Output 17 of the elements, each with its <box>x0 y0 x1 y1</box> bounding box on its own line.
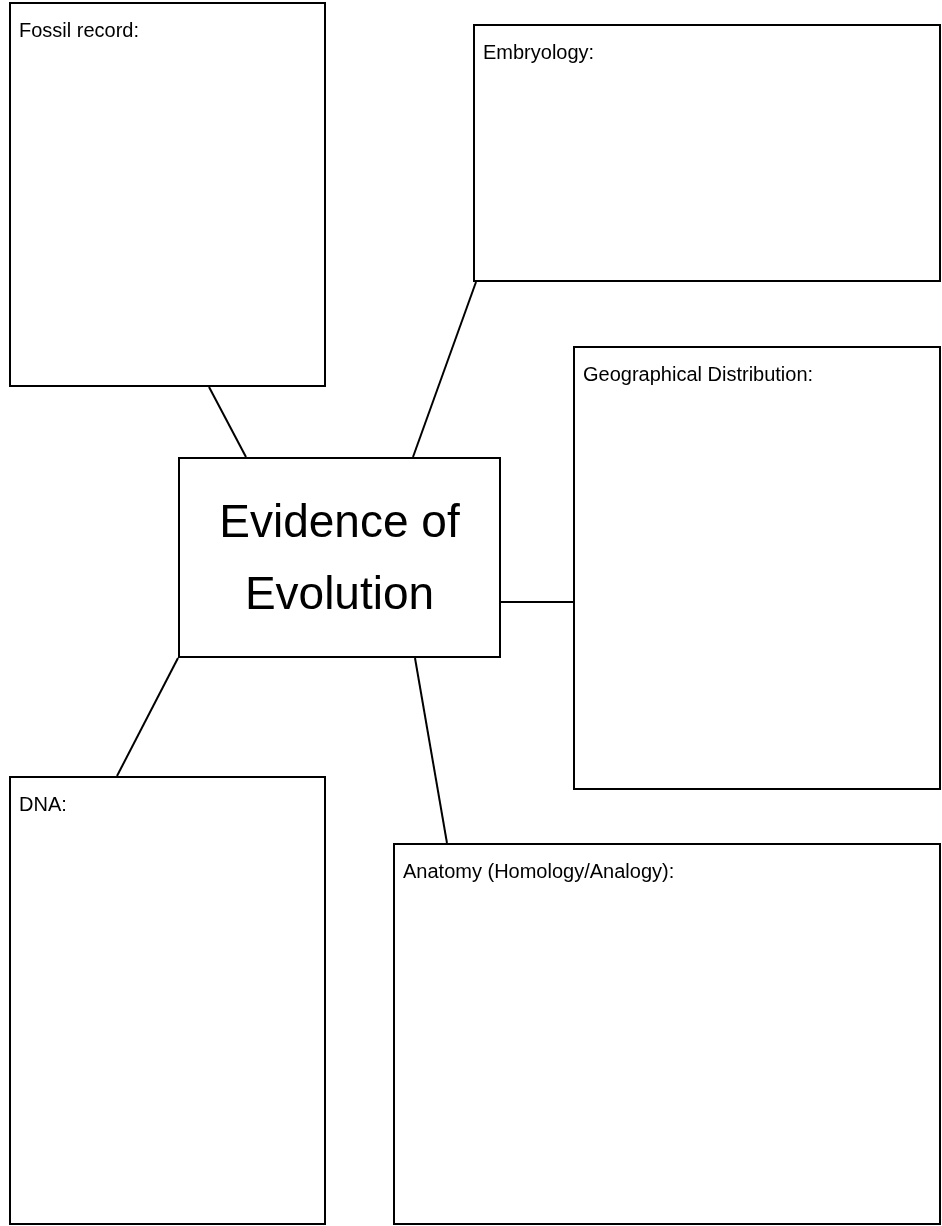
connector-line <box>116 657 179 777</box>
box-heading: Fossil record: <box>19 18 140 42</box>
connector-line <box>412 281 477 458</box>
box-heading: DNA: <box>19 792 67 816</box>
box-heading: Embryology: <box>483 40 595 64</box>
connector-line <box>414 657 448 844</box>
connector-line <box>500 601 574 603</box>
topic-title: Evidence of Evolution <box>218 494 461 621</box>
answer-box <box>573 346 941 790</box>
connector-line <box>208 386 247 458</box>
answer-box <box>9 2 326 387</box>
answer-box <box>473 24 941 282</box>
topic-box <box>178 457 501 658</box>
answer-box <box>393 843 941 1225</box>
box-heading: Geographical Distribution: <box>583 362 814 386</box>
answer-box <box>9 776 326 1225</box>
box-heading: Anatomy (Homology/Analogy): <box>403 859 675 883</box>
